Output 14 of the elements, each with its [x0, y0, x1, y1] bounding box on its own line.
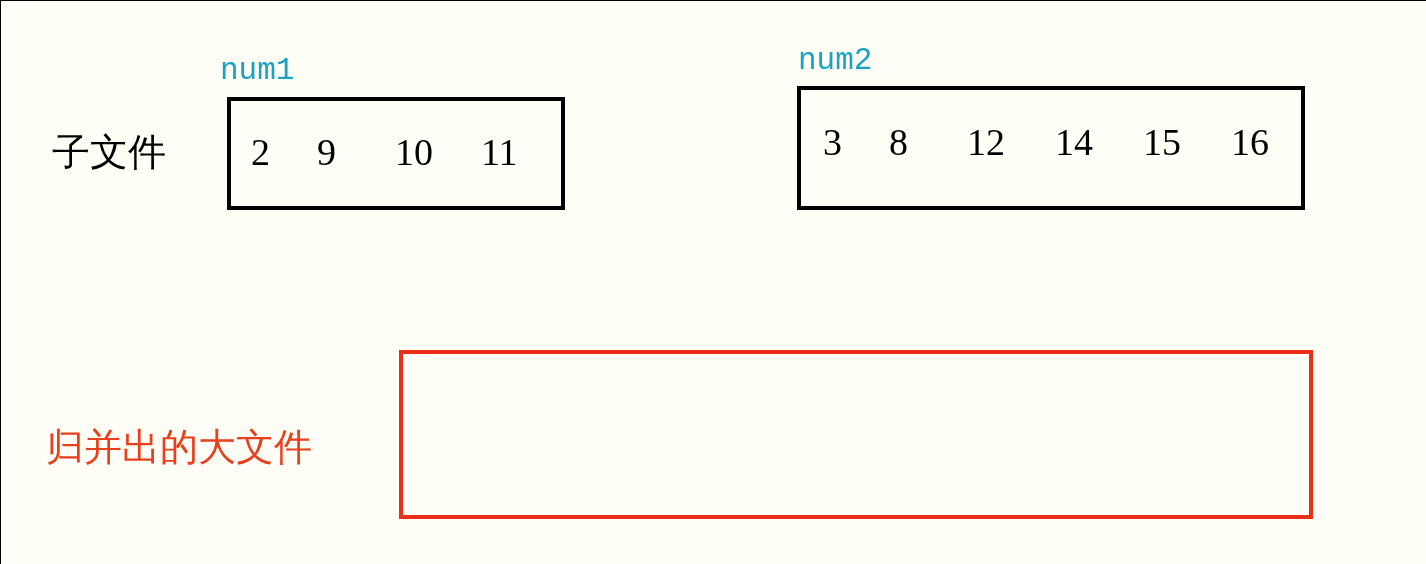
- array-value: 11: [481, 133, 518, 171]
- array-value: 16: [1231, 123, 1269, 161]
- array-value: 3: [823, 123, 842, 161]
- box-caption: 归并出的大文件: [46, 428, 312, 466]
- array-name-label: num2: [798, 45, 873, 76]
- array-value: 9: [317, 133, 336, 171]
- array-value: 10: [395, 133, 433, 171]
- array-name-label: num1: [220, 55, 295, 86]
- array-value: 15: [1143, 123, 1181, 161]
- array-value: 8: [889, 123, 908, 161]
- array-value: 2: [251, 133, 270, 171]
- array-value: 12: [967, 123, 1005, 161]
- array-value: 14: [1055, 123, 1093, 161]
- row-label: 子文件: [52, 133, 166, 171]
